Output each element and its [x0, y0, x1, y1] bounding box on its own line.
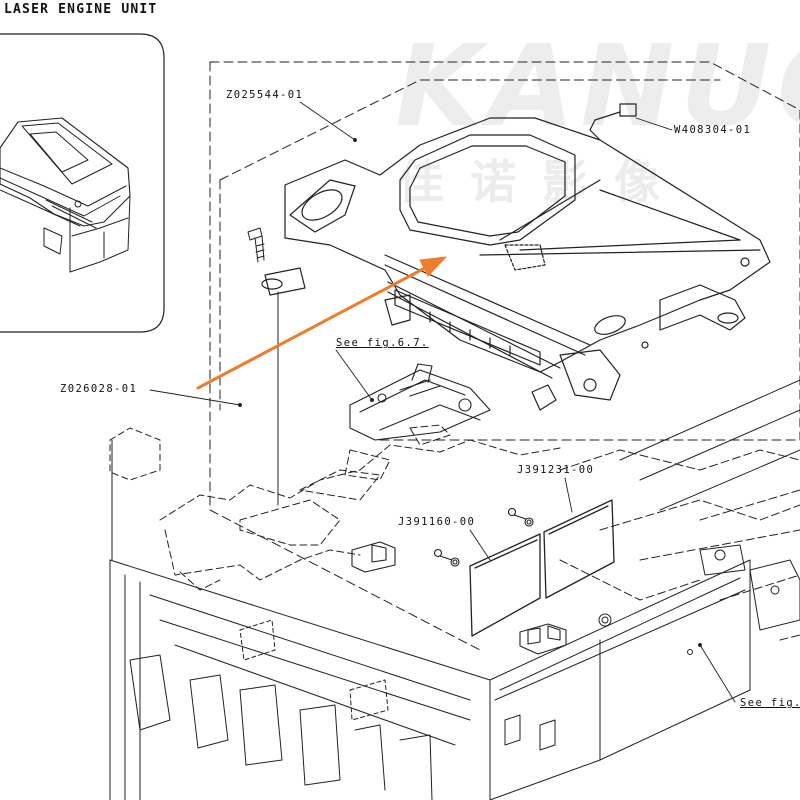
board-screws [433, 507, 534, 567]
callout-board-right: J391231-00 [517, 464, 595, 476]
pcb-board-right [543, 499, 615, 599]
machine-chassis [109, 379, 800, 800]
pcb-board-left [469, 533, 541, 637]
callout-laser-unit: Z025544-01 [226, 89, 304, 101]
arrow-icon [196, 256, 447, 390]
base-frame-dashed [159, 424, 561, 591]
callout-cable: W408304-01 [674, 124, 752, 136]
page-title: LASER ENGINE UNIT [4, 2, 158, 17]
connectors [351, 541, 567, 655]
laser-engine-unit [261, 103, 771, 411]
callout-see-fig-67: See fig.6.7. [336, 337, 429, 349]
callout-board-left: J391160-00 [398, 516, 476, 528]
mounting-bracket [349, 363, 491, 441]
right-frame-dashed [559, 449, 800, 641]
callout-bracket: Z026028-01 [60, 383, 138, 395]
inset-overview [0, 33, 165, 333]
callout-see-fig-edge: See fig. [740, 697, 800, 709]
laser-unit-dash-box [209, 61, 800, 651]
leader-lines [149, 101, 736, 703]
screw-icon [247, 227, 265, 263]
